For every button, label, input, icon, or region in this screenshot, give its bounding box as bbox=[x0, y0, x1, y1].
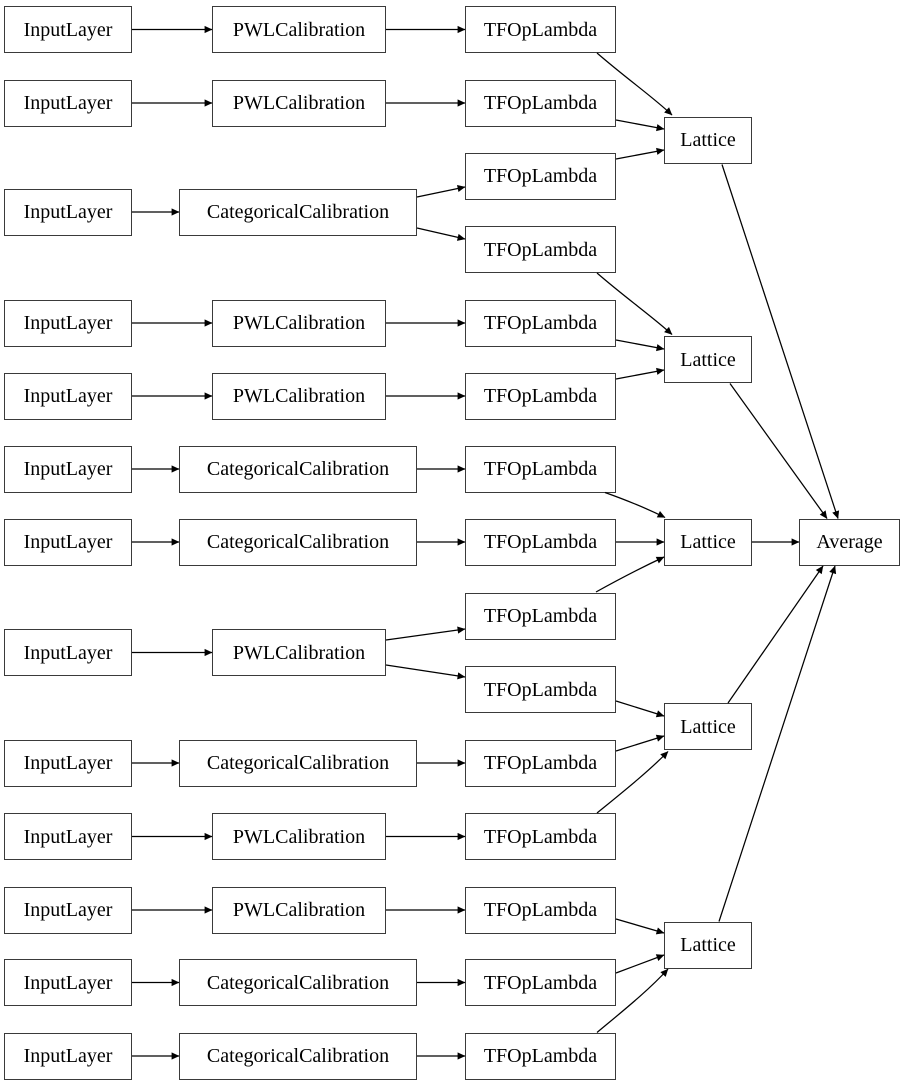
graph-node-in3: InputLayer bbox=[4, 188, 132, 236]
edge-lat4-avg bbox=[727, 565, 824, 704]
graph-node-avg: Average bbox=[799, 518, 900, 566]
graph-node-in11: InputLayer bbox=[4, 886, 132, 934]
graph-node-cal2: PWLCalibration bbox=[212, 79, 386, 127]
graph-node-tf5: TFOpLambda bbox=[465, 299, 616, 347]
graph-node-in12: InputLayer bbox=[4, 959, 132, 1006]
graph-node-lat2: Lattice bbox=[664, 336, 752, 383]
graph-node-in10: InputLayer bbox=[4, 813, 132, 860]
graph-node-cal10: PWLCalibration bbox=[212, 813, 386, 860]
graph-node-tf15: TFOpLambda bbox=[465, 1032, 616, 1080]
graph-node-cal5: PWLCalibration bbox=[212, 372, 386, 420]
edge-cal8-tf10 bbox=[385, 664, 466, 680]
graph-node-tf14: TFOpLambda bbox=[465, 959, 616, 1006]
graph-node-lat4: Lattice bbox=[664, 703, 752, 750]
edge-tf5-lat2 bbox=[615, 339, 665, 352]
graph-node-lat5: Lattice bbox=[664, 921, 752, 969]
edge-tf14-lat5 bbox=[615, 954, 665, 974]
graph-node-cal11: PWLCalibration bbox=[212, 886, 386, 934]
graph-node-tf1: TFOpLambda bbox=[465, 6, 616, 53]
graph-node-in2: InputLayer bbox=[4, 79, 132, 127]
graph-node-tf2: TFOpLambda bbox=[465, 79, 616, 127]
graph-node-cal8: PWLCalibration bbox=[212, 629, 386, 676]
graph-node-tf8: TFOpLambda bbox=[465, 518, 616, 566]
graph-node-tf11: TFOpLambda bbox=[465, 739, 616, 787]
graph-node-lat3: Lattice bbox=[664, 518, 752, 566]
graph-node-tf9: TFOpLambda bbox=[465, 592, 616, 640]
graph-node-in13: InputLayer bbox=[4, 1032, 132, 1080]
graph-node-tf6: TFOpLambda bbox=[465, 372, 616, 420]
graph-node-tf7: TFOpLambda bbox=[465, 445, 616, 493]
graph-node-cal9: CategoricalCalibration bbox=[179, 739, 417, 787]
graph-node-tf12: TFOpLambda bbox=[465, 813, 616, 860]
graph-node-in4: InputLayer bbox=[4, 299, 132, 347]
graph-node-cal6: CategoricalCalibration bbox=[179, 445, 417, 493]
graph-node-cal13: CategoricalCalibration bbox=[179, 1032, 417, 1080]
graph-node-in8: InputLayer bbox=[4, 629, 132, 676]
edge-tf10-lat4 bbox=[615, 700, 665, 718]
graph-node-cal3: CategoricalCalibration bbox=[179, 188, 417, 236]
graph-node-cal1: PWLCalibration bbox=[212, 6, 386, 53]
graph-node-in6: InputLayer bbox=[4, 445, 132, 493]
graph-node-in7: InputLayer bbox=[4, 518, 132, 566]
edge-cal3-tf4 bbox=[416, 227, 466, 241]
edge-tf3-lat1 bbox=[615, 147, 665, 160]
edge-cal8-tf9 bbox=[385, 626, 466, 641]
edge-tf7-lat3 bbox=[604, 491, 666, 519]
graph-node-tf3: TFOpLambda bbox=[465, 152, 616, 200]
graph-node-cal7: CategoricalCalibration bbox=[179, 518, 417, 566]
edge-lat2-avg bbox=[729, 383, 828, 519]
graph-node-in5: InputLayer bbox=[4, 372, 132, 420]
graph-node-tf4: TFOpLambda bbox=[465, 226, 616, 273]
graph-node-tf13: TFOpLambda bbox=[465, 886, 616, 934]
edge-cal3-tf3 bbox=[416, 184, 466, 198]
graph-node-cal12: CategoricalCalibration bbox=[179, 959, 417, 1006]
edge-tf13-lat5 bbox=[615, 918, 665, 935]
edge-tf11-lat4 bbox=[615, 734, 665, 752]
graph-node-cal4: PWLCalibration bbox=[212, 299, 386, 347]
edge-tf2-lat1 bbox=[615, 119, 665, 132]
graph-node-lat1: Lattice bbox=[664, 116, 752, 164]
graph-node-in1: InputLayer bbox=[4, 6, 132, 53]
edge-tf6-lat2 bbox=[615, 367, 665, 380]
graph-node-tf10: TFOpLambda bbox=[465, 666, 616, 713]
graph-node-in9: InputLayer bbox=[4, 739, 132, 787]
